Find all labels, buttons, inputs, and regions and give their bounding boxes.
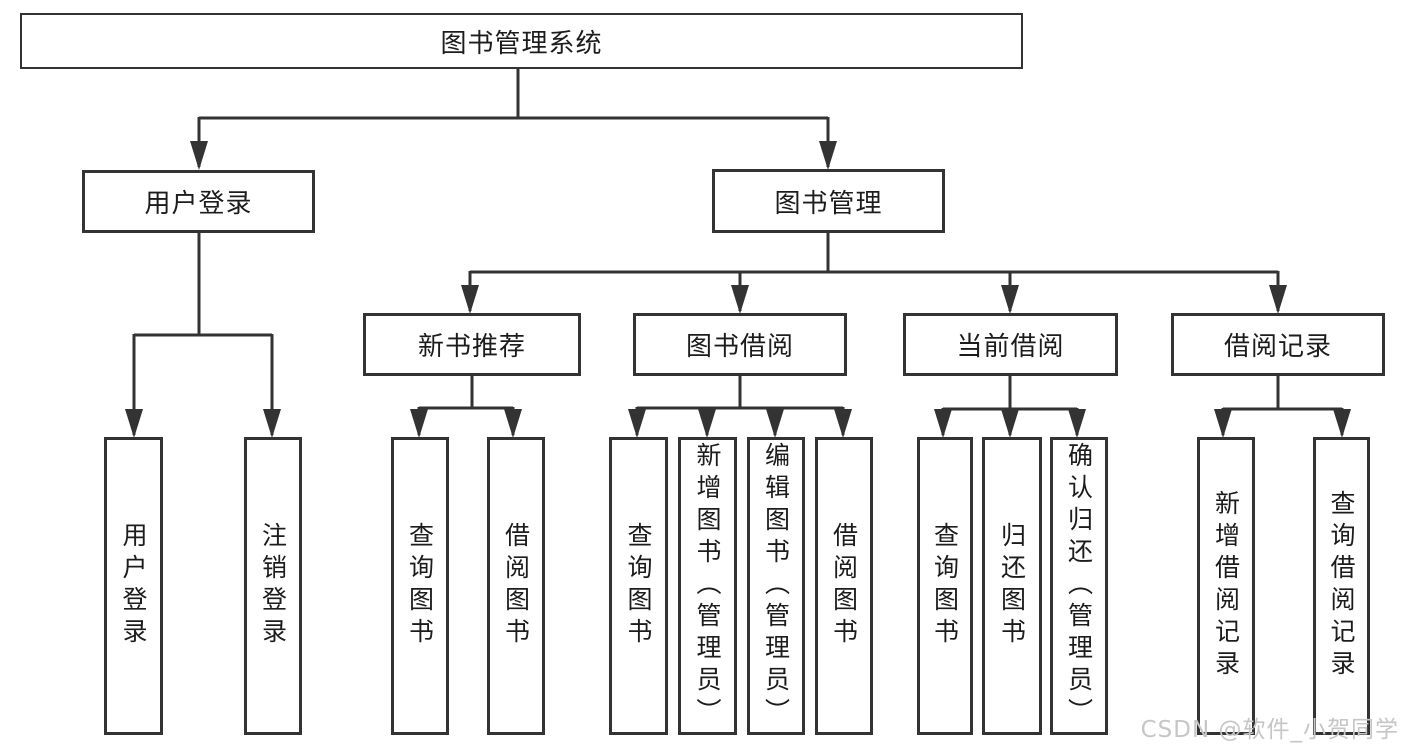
leaf-record-query-borrow-record: 查询借阅记录: [1313, 437, 1370, 735]
node-user-login: 用户登录: [82, 170, 315, 233]
leaf-borrow-query-book: 查询图书: [609, 437, 668, 735]
leaf-borrow-add-book-admin: 新增图书（管理员）: [678, 437, 737, 735]
connector-paths: [132, 69, 1344, 435]
node-current-borrow: 当前借阅: [903, 313, 1118, 376]
leaf-logout: 注销登录: [244, 437, 302, 735]
leaf-borrow-borrow-book: 借阅图书: [815, 437, 873, 735]
leaf-newbook-borrow-book: 借阅图书: [487, 437, 545, 735]
csdn-watermark: CSDN @软件_小贺同学: [1140, 717, 1399, 743]
node-root-system: 图书管理系统: [20, 13, 1023, 69]
leaf-record-add-borrow-record: 新增借阅记录: [1197, 437, 1255, 735]
node-book-management: 图书管理: [712, 169, 945, 233]
node-borrow-record: 借阅记录: [1171, 313, 1385, 376]
leaf-borrow-edit-book-admin: 编辑图书（管理员）: [747, 437, 805, 735]
leaf-current-return-book: 归还图书: [982, 437, 1042, 735]
leaf-current-query-book: 查询图书: [917, 437, 973, 735]
node-new-book-recommend: 新书推荐: [363, 313, 581, 376]
leaf-newbook-query-book: 查询图书: [391, 437, 449, 735]
leaf-current-confirm-return-admin: 确认归还（管理员）: [1050, 437, 1108, 735]
node-book-borrow: 图书借阅: [633, 313, 847, 376]
leaf-user-login: 用户登录: [104, 437, 163, 735]
